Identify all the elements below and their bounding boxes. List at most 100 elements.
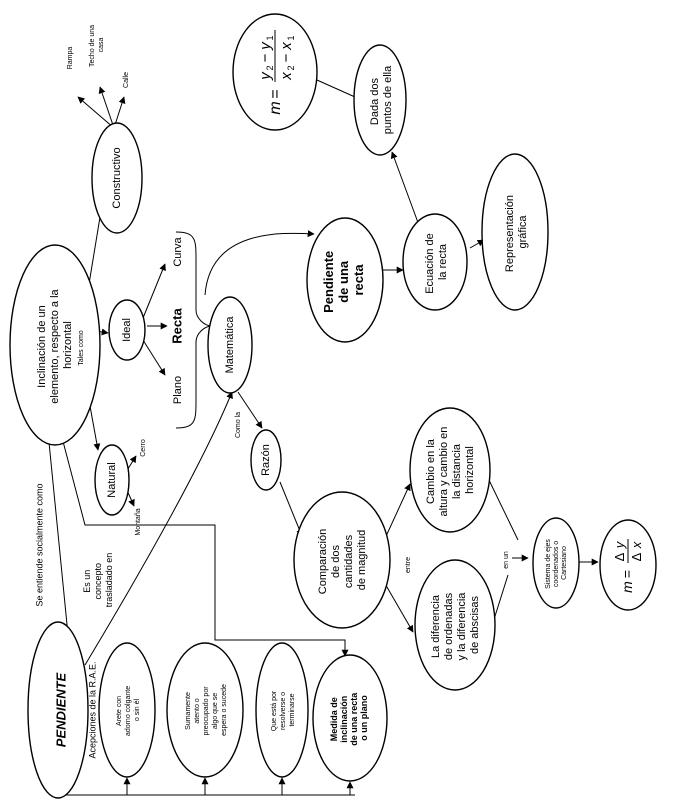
edge-to-rampa: [77, 96, 115, 129]
svg-text:Inclinación de un elem: Inclinación de un elemento, respecto a l…: [36, 286, 74, 403]
cambio-line-3: la distancia: [451, 443, 463, 499]
formula-slope: m = y 2 − y 1 x 2 − x 1: [232, 13, 318, 131]
node-inclinacion[interactable]: Inclinación de un elemento, respecto a l…: [9, 244, 101, 446]
medida-line-1: Medida de: [329, 697, 339, 741]
cambio-line-1: Cambio en la: [425, 438, 437, 504]
pendiente-recta-line-3: recta: [351, 264, 366, 296]
pendiente-recta-line-1: Pendiente: [321, 251, 336, 313]
node-dada-dos[interactable]: Dada dos puntos de ella: [353, 44, 407, 156]
svg-text:Dada dos puntos de ell: Dada dos puntos de ella: [369, 65, 394, 134]
svg-text:Representación gráfica: Representación gráfica: [504, 192, 529, 272]
edge-to-comparacion: [279, 481, 303, 537]
arete-line-3: o sin él: [134, 698, 141, 721]
constructivo-label: Constructivo: [111, 147, 123, 208]
representacion-line-2: gráfica: [517, 215, 529, 249]
node-natural[interactable]: Natural: [94, 444, 130, 516]
como-la-label: Como la: [235, 412, 242, 438]
es-un-concepto-line-1: Es un: [82, 570, 92, 593]
sumamente-line-3: preocupado por: [203, 686, 210, 736]
svg-text:Cambio en la altura y: Cambio en la altura y cambio en la dista…: [425, 424, 476, 517]
inclinacion-line-1: Inclinación de un: [36, 305, 48, 388]
node-sistema[interactable]: Sistema de ejes coordenados o Cartesiano: [532, 517, 580, 609]
edge-pendiente-matematica: [84, 391, 233, 666]
edge-to-curva: [142, 263, 166, 319]
ecuacion-line-1: Ecuación de: [424, 233, 436, 294]
diferencia-line-4: de abscisas: [469, 595, 481, 654]
montana-label: Montaña: [135, 508, 142, 535]
calle-label: Calle: [123, 72, 130, 88]
formula-slope-y-b: y: [257, 41, 274, 51]
dada-dos-line-2: puntos de ella: [382, 65, 394, 134]
en-un-label: en un: [503, 551, 510, 569]
node-razon[interactable]: Razón: [250, 429, 282, 491]
svg-text:La diferencia de orden: La diferencia de ordenadas y la diferenc…: [430, 590, 481, 661]
formula-slope-sub-2b: 2: [286, 65, 296, 70]
node-diferencia[interactable]: La diferencia de ordenadas y la diferenc…: [414, 559, 496, 691]
edges: [45, 75, 599, 796]
svg-text:Es un concepto tra: Es un concepto trasladado en: [82, 553, 114, 608]
techo-line-2: casa: [98, 38, 105, 53]
arete-line-2: adorno colgante: [125, 686, 132, 736]
edge-pendiente-inclinacion: [45, 431, 71, 656]
formula-delta-num-delta: Δ: [612, 552, 627, 561]
formula-delta-num-y: y: [612, 540, 627, 549]
diferencia-line-1: La diferencia: [430, 594, 442, 658]
cerro-label: Cerro: [140, 439, 147, 457]
node-pendiente-recta[interactable]: Pendiente de una recta: [306, 217, 384, 343]
comparacion-line-4: de magnitud: [356, 530, 368, 591]
plano-label: Plano: [172, 376, 184, 404]
sumamente-line-5: espera o sucede: [221, 684, 228, 736]
formula-delta-den-delta: Δ: [629, 552, 644, 561]
svg-text:Comparación de dos: Comparación de dos cantidades de magnitu…: [317, 526, 368, 594]
rampa-label: Rampa: [67, 47, 74, 70]
que-esta-line-2: resolverse o: [280, 692, 287, 730]
medida-line-4: o un plano: [359, 695, 369, 741]
node-medida[interactable]: Medida de inclinación de una recta o un …: [312, 654, 388, 782]
node-cambio-altura[interactable]: Cambio en la altura y cambio en la dista…: [409, 407, 491, 533]
svg-text:Pendiente de una: Pendiente de una recta: [321, 247, 366, 313]
formula-delta-m: m: [619, 581, 635, 593]
entre-label: entre: [405, 557, 412, 573]
curva-label: Curva: [172, 236, 184, 266]
representacion-line-1: Representación: [504, 195, 516, 272]
node-ideal[interactable]: Ideal: [108, 299, 146, 361]
formula-slope-m: m: [267, 101, 284, 114]
svg-text:Sistema de ejes coorde: Sistema de ejes coordenados o Cartesiano: [545, 537, 568, 589]
arete-line-1: Arete con: [116, 696, 123, 726]
se-entiende-label: Se entiende socialmente como: [34, 483, 44, 606]
node-sumamente[interactable]: Sumamente atento o preocupado por algo q…: [166, 642, 244, 778]
medida-line-3: de una recta: [349, 692, 359, 746]
node-matematica[interactable]: Matemática: [207, 296, 253, 394]
node-comparacion[interactable]: Comparación de dos cantidades de magnitu…: [293, 491, 391, 629]
que-esta-line-1: Que está por: [271, 690, 278, 731]
svg-text:Sumamente atento o: Sumamente atento o preocupado por algo q…: [185, 684, 228, 736]
sumamente-line-1: Sumamente: [185, 692, 192, 730]
techo-line-1: Techo de una: [89, 25, 96, 67]
edge-to-dada-dos: [390, 151, 421, 229]
formula-slope-sub-1a: 1: [265, 35, 275, 40]
sistema-line-1: Sistema de ejes: [545, 539, 552, 589]
formula-slope-eq: =: [267, 89, 284, 98]
node-pendiente[interactable]: PENDIENTE: [27, 621, 89, 799]
node-representacion[interactable]: Representación gráfica: [481, 153, 549, 311]
svg-text:Medida de inclinación: Medida de inclinación de una recta o un …: [329, 690, 369, 746]
inclinacion-line-2: elemento, respecto a la: [49, 288, 61, 403]
recta-label: Recta: [169, 308, 184, 344]
formula-delta-den-x: x: [629, 541, 644, 549]
que-esta-line-3: terminarse: [289, 693, 296, 726]
es-un-concepto-line-3: trasladado en: [104, 553, 114, 608]
edge-brace-pendiente-recta: [204, 230, 315, 296]
node-constructivo[interactable]: Constructivo: [91, 122, 143, 234]
comparacion-line-2: de dos: [330, 545, 342, 579]
edge-to-techo: [98, 86, 115, 129]
dada-dos-line-1: Dada dos: [369, 77, 381, 125]
node-ecuacion[interactable]: Ecuación de la recta: [402, 213, 468, 311]
node-que-esta[interactable]: Que está por resolverse o terminarse: [255, 642, 309, 778]
acepciones-label: Acepciones de la R.A.E.: [87, 661, 97, 758]
ideal-label: Ideal: [121, 318, 133, 342]
edge-to-plano: [142, 339, 166, 376]
node-arete[interactable]: Arete con adorno colgante o sin él: [98, 642, 156, 778]
formula-delta: m = Δ y Δ x: [599, 519, 657, 611]
inclinacion-line-3: horizontal: [62, 321, 74, 369]
